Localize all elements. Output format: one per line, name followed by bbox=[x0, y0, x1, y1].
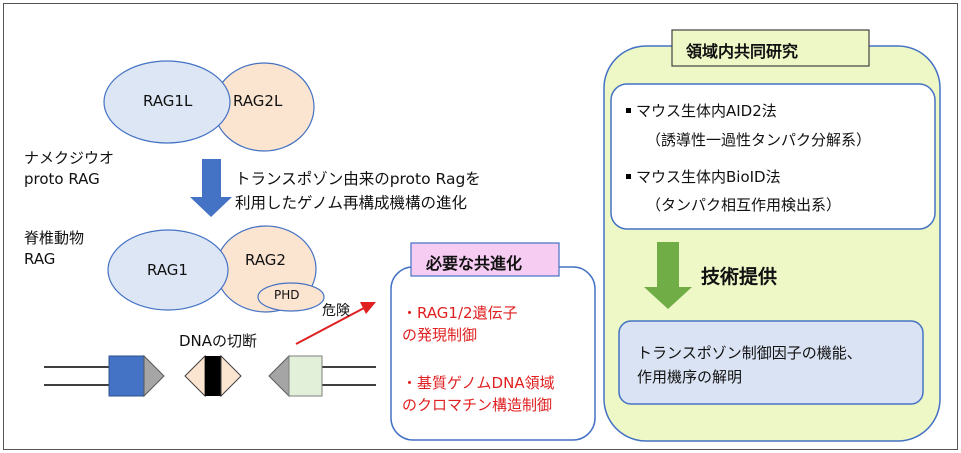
phd-shape bbox=[257, 282, 325, 312]
coevolution-item2-line1: ・基質ゲノムDNA領域 bbox=[402, 374, 555, 392]
danger-arrow bbox=[295, 307, 365, 345]
vertebrate-rag: RAG bbox=[24, 250, 56, 268]
vertebrate-name: 脊椎動物 bbox=[24, 229, 85, 247]
rag1l-shape bbox=[103, 60, 231, 144]
method2-subtext: （タンパク相互作用検出系） bbox=[646, 196, 842, 214]
coevolution-item2-line2: のクロマチン構造制御 bbox=[402, 396, 553, 414]
diagram-graphics bbox=[44, 29, 941, 442]
phd-label: PHD bbox=[274, 288, 300, 302]
rag2l-label: RAG2L bbox=[233, 92, 283, 110]
dna-excised-right bbox=[220, 354, 242, 398]
joint-research-title: 領域内共同研究 bbox=[686, 42, 799, 61]
dna-signal-left bbox=[143, 354, 165, 398]
lamprey-name: ナメクジウオ bbox=[24, 149, 115, 167]
result-line1: トランスポゾン制御因子の機能、 bbox=[637, 344, 862, 362]
danger-label: 危険 bbox=[322, 303, 350, 319]
methods-box bbox=[610, 83, 936, 230]
coevolution-title-box bbox=[410, 242, 560, 277]
danger-arrow-head bbox=[360, 302, 376, 314]
method1-text: マウス生体内AID2法 bbox=[636, 102, 777, 120]
evolution-text-line2: 利用したゲノム再構成機構の進化 bbox=[235, 194, 468, 212]
coevolution-item1-line2: の発現制御 bbox=[402, 326, 478, 344]
diagram-frame: RAG1L RAG2L RAG1 RAG2 PHD ナメクジウオ proto R… bbox=[3, 3, 958, 450]
evolution-text-line1: トランスポゾン由来のproto Ragを bbox=[235, 170, 481, 188]
evolution-arrow bbox=[190, 159, 232, 217]
lamprey-rag: proto RAG bbox=[24, 170, 100, 188]
method1-bullet bbox=[626, 108, 631, 113]
provision-label: 技術提供 bbox=[701, 266, 778, 288]
rag1-shape bbox=[107, 229, 229, 311]
method2-bullet bbox=[626, 174, 631, 179]
coevolution-item1-line1: ・RAG1/2遺伝子 bbox=[402, 304, 518, 322]
dna-coding-green bbox=[288, 355, 323, 397]
result-line2: 作用機序の解明 bbox=[637, 368, 743, 386]
dna-excised-core bbox=[205, 356, 221, 396]
method1-subtext: （誘導性一過性タンパク分解系） bbox=[646, 131, 872, 149]
provision-arrow bbox=[644, 242, 692, 309]
joint-research-title-box bbox=[671, 29, 870, 67]
dna-cleavage-label: DNAの切断 bbox=[179, 332, 258, 350]
dna-coding-blue bbox=[108, 355, 145, 397]
method2-text: マウス生体内BioID法 bbox=[636, 168, 781, 186]
rag1l-label: RAG1L bbox=[143, 92, 193, 110]
dna-excised-left bbox=[184, 354, 206, 398]
coevolution-title: 必要な共進化 bbox=[426, 254, 523, 273]
rag1-label: RAG1 bbox=[147, 261, 188, 279]
rag2-label: RAG2 bbox=[245, 251, 286, 269]
dna-signal-right bbox=[268, 354, 290, 398]
result-box bbox=[618, 320, 924, 405]
